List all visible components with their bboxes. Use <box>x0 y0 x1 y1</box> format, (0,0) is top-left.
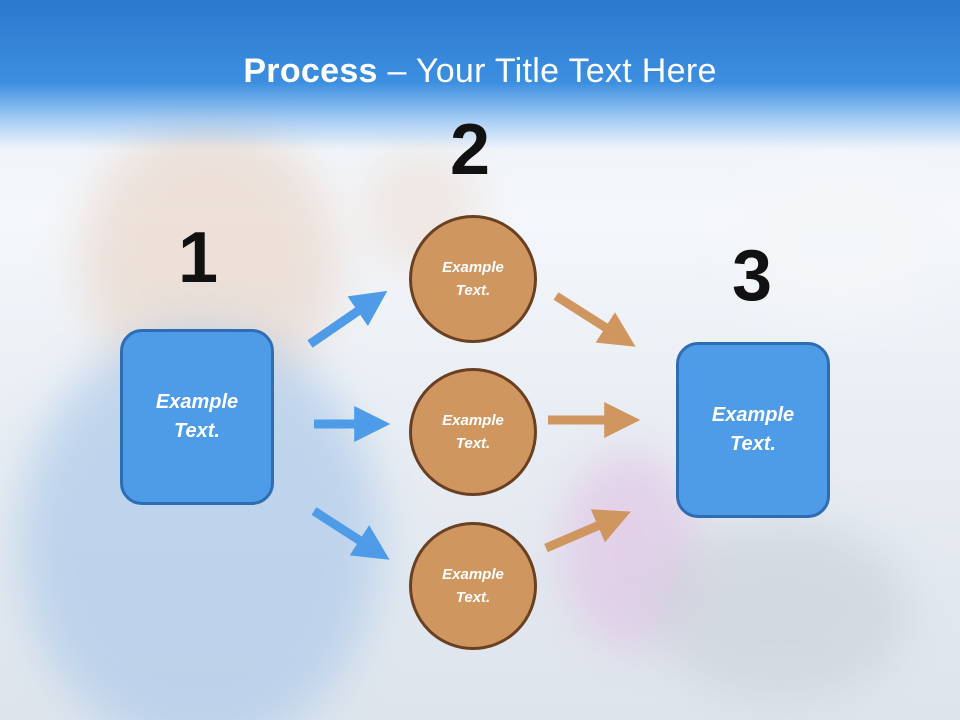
title-bold: Process <box>243 52 378 90</box>
left-box-text: Example Text. <box>155 391 239 442</box>
arrow-left-to-bottom <box>311 507 390 560</box>
circle-top-text: Example Text. <box>442 259 504 299</box>
circle-middle: Example Text. <box>409 368 537 496</box>
circle-bottom: Example Text. <box>409 522 537 650</box>
circle-bottom-text: Example Text. <box>442 566 504 606</box>
title-rest: – Your Title Text Here <box>377 52 717 90</box>
right-process-box: Example Text. <box>676 342 830 518</box>
step-number-3: 3 <box>732 236 773 316</box>
arrow-bottom-to-right <box>544 509 631 553</box>
arrow-left-to-top <box>307 290 388 348</box>
title-bar <box>0 0 960 150</box>
step-number-1: 1 <box>178 218 219 298</box>
circle-top: Example Text. <box>409 215 537 343</box>
left-process-box: Example Text. <box>120 329 274 505</box>
slide-title: Process – Your Title Text Here <box>0 52 960 91</box>
step-number-2: 2 <box>450 110 491 190</box>
right-box-text: Example Text. <box>711 404 795 455</box>
circle-middle-text: Example Text. <box>442 412 504 452</box>
arrow-top-to-right <box>553 292 636 347</box>
